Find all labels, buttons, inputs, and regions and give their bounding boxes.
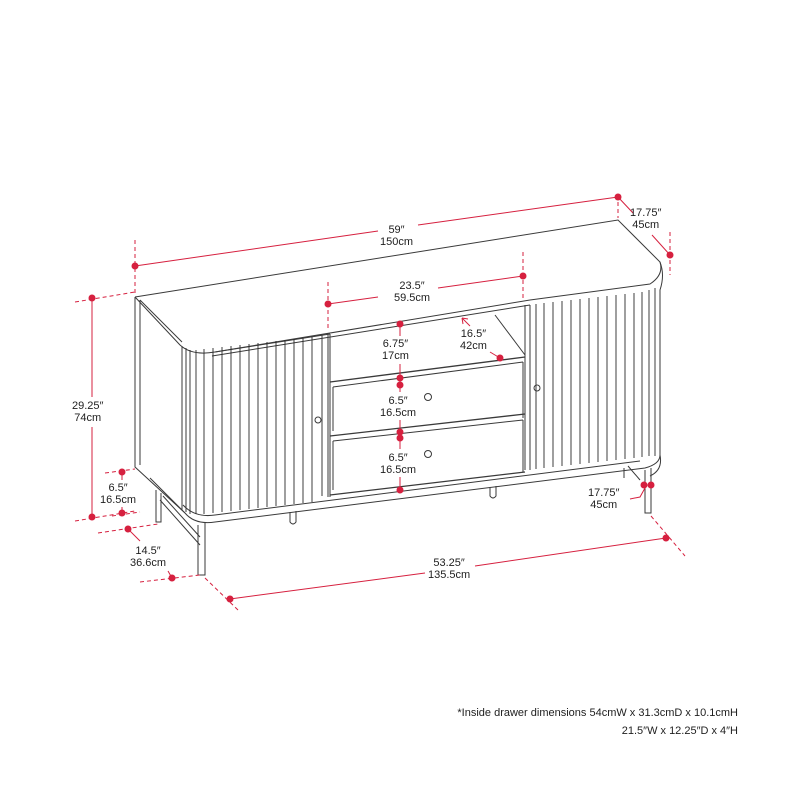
overall-width-metric: 150cm: [380, 236, 414, 248]
leg-height-imperial: 6.5″: [108, 482, 128, 494]
footnote-line-2: 21.5″W x 12.25″D x 4″H: [621, 725, 738, 737]
leg-width-imperial: 53.25″: [433, 557, 465, 569]
leg-side-depth-metric: 45cm: [590, 499, 618, 511]
overall-depth-imperial: 17.75″: [630, 207, 662, 219]
leg-side-depth-label: 17.75″ 45cm: [588, 487, 619, 511]
shelf-depth-label: 16.5″ 42cm: [460, 328, 487, 352]
footnote-line-1: *Inside drawer dimensions 54cmW x 31.3cm…: [457, 707, 738, 719]
overall-depth-metric: 45cm: [632, 219, 660, 231]
leg-height-metric: 16.5cm: [100, 494, 137, 506]
left-door-knob: [314, 416, 322, 424]
shelf-height-imperial: 6.75″: [382, 338, 409, 350]
leg-depth-imperial: 14.5″: [135, 545, 161, 557]
right-door-knob: [533, 384, 541, 392]
leg-width-label: 53.25″ 135.5cm: [428, 557, 470, 581]
leg-height-label: 6.5″ 16.5cm: [100, 482, 136, 506]
leg-depth-label: 14.5″ 36.6cm: [130, 545, 166, 569]
shelf-depth-metric: 42cm: [460, 340, 487, 352]
leg-width-metric: 135.5cm: [428, 569, 471, 581]
cabinet-body: [134, 219, 663, 524]
drawer-1-knob: [424, 393, 432, 401]
left-fluted-door: [181, 333, 329, 514]
drawer-2-height-label: 6.5″ 16.5cm: [380, 452, 416, 476]
shelf-height-metric: 17cm: [382, 350, 409, 362]
shelf-width-label: 23.5″ 59.5cm: [394, 280, 430, 304]
shelf-width-imperial: 23.5″: [399, 280, 425, 292]
legs: [155, 465, 652, 576]
drawer-1-height-label: 6.5″ 16.5cm: [380, 395, 416, 419]
drawer-1-height-imperial: 6.5″: [388, 395, 408, 407]
shelf-height-label: 6.75″ 17cm: [382, 338, 409, 362]
drawer-2-height-metric: 16.5cm: [380, 464, 417, 476]
drawer-2-height-imperial: 6.5″: [388, 452, 408, 464]
drawer-1-height-metric: 16.5cm: [380, 407, 417, 419]
right-fluted-door: [529, 288, 656, 470]
leg-depth-metric: 36.6cm: [130, 557, 167, 569]
overall-height-label: 29.25″ 74cm: [72, 400, 103, 424]
overall-height-imperial: 29.25″: [72, 400, 104, 412]
center-section: [289, 305, 526, 525]
dimension-lines: [74, 193, 686, 611]
overall-width-label: 59″ 150cm: [380, 224, 413, 248]
overall-height-metric: 74cm: [74, 412, 102, 424]
leg-side-depth-imperial: 17.75″: [588, 487, 620, 499]
shelf-depth-imperial: 16.5″: [460, 328, 487, 340]
shelf-width-metric: 59.5cm: [394, 292, 431, 304]
overall-depth-label: 17.75″ 45cm: [630, 207, 661, 231]
drawer-2-knob: [424, 450, 432, 458]
overall-width-imperial: 59″: [388, 224, 405, 236]
